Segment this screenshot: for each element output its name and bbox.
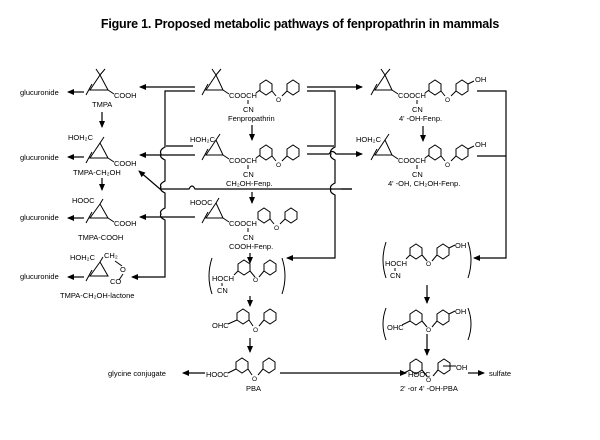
pba-label: PBA xyxy=(246,384,261,393)
fenpropathrin-label: Fenpropathrin xyxy=(228,114,275,123)
oh-aldehyde-o: O xyxy=(426,327,431,334)
oh4-ch2oh-fenp-structure: HOH₂C COOCH O OH CN 4' -OH, CH₂OH-Fenp. xyxy=(356,133,486,188)
tmpa-lactone-o: O xyxy=(120,265,126,274)
glucuronide-label-4: glucuronide xyxy=(20,272,59,281)
oh-pba-o: O xyxy=(426,377,431,384)
tmpa-lactone-hoh2c: HOH₂C xyxy=(70,253,96,262)
oh-aldehyde-intermediate: O OH OHC xyxy=(382,307,472,341)
oh4-ch2oh-cooch: COOCH xyxy=(398,156,426,165)
aldehyde-o: O xyxy=(253,327,258,334)
oh4-fenp-structure: COOCH O OH CN 4' -OH-Fenp. xyxy=(370,68,486,123)
ch2oh-fenp-hoh2c: HOH₂C xyxy=(190,135,216,144)
tmpa-ch2oh-hoh2c: HOH₂C xyxy=(68,133,94,142)
tmpa-ch2oh-cooh: COOH xyxy=(114,159,137,168)
oh-pba-label: 2' -or 4' -OH-PBA xyxy=(400,384,458,393)
oh-cyanohydrin-o: O xyxy=(426,261,431,268)
oh4-fenp-cooch: COOCH xyxy=(398,91,426,100)
tmpa-cooh-label: TMPA-COOH xyxy=(78,233,123,242)
glucuronide-label-1: glucuronide xyxy=(20,88,59,97)
tmpa-structure: COOH TMPA xyxy=(85,68,137,109)
aldehyde-ohc: OHC xyxy=(212,321,229,330)
tmpa-ch2oh-structure: HOH₂C COOH TMPA-CH₂OH xyxy=(68,133,137,177)
oh4-fenp-oh: OH xyxy=(475,75,486,84)
oh4-fenp-label: 4' -OH-Fenp. xyxy=(399,114,442,123)
oh-aldehyde-ohc: OHC xyxy=(387,323,404,332)
oh4-ch2oh-cn: CN xyxy=(412,170,423,179)
cyanohydrin-o: O xyxy=(253,277,258,284)
pba-structure: HOOC O PBA xyxy=(206,357,276,393)
tmpa-cooh-hooc: HOOC xyxy=(72,196,95,205)
fenpropathrin-cooch: COOCH xyxy=(229,91,257,100)
tmpa-cooh-group: COOH xyxy=(114,91,137,100)
fenpropathrin-cn: CN xyxy=(243,105,254,114)
tmpa-lactone-label: TMPA-CH₂OH-lactone xyxy=(60,291,134,300)
cyanohydrin-intermediate: O HOCH CN xyxy=(208,257,286,295)
cooh-fenp-o: O xyxy=(274,225,279,232)
right-connectors xyxy=(473,90,507,261)
oh-aldehyde-oh: OH xyxy=(455,307,466,316)
pba-hooc: HOOC xyxy=(206,370,229,379)
glucuronide-label-3: glucuronide xyxy=(20,213,59,222)
oh4-ch2oh-fenp-label: 4' -OH, CH₂OH-Fenp. xyxy=(388,179,460,188)
oh4-ch2oh-o: O xyxy=(445,162,450,169)
ch2oh-fenp-o: O xyxy=(276,162,281,169)
glycine-conjugate-label: glycine conjugate xyxy=(108,369,166,378)
tmpa-label: TMPA xyxy=(92,100,112,109)
fenpropathrin-o: O xyxy=(276,97,281,104)
oh-cyanohydrin-intermediate: O OH HOCH CN xyxy=(382,241,472,280)
oh-pba-oh: OH xyxy=(456,363,467,372)
ch2oh-fenp-structure: HOH₂C COOCH O CN CH₂OH-Fenp. xyxy=(190,133,300,188)
tmpa-lactone-ch2: CH₂ xyxy=(104,251,118,260)
cooh-fenp-label: COOH-Fenp. xyxy=(229,242,273,251)
pb-aldehyde-structure: OHC O xyxy=(212,308,277,334)
tmpa-cooh-structure: HOOC COOH TMPA-COOH xyxy=(72,196,137,242)
oh-pba-structure: HOOC O OH 2' -or 4' -OH-PBA xyxy=(400,358,467,393)
figure-title: Figure 1. Proposed metabolic pathways of… xyxy=(100,17,500,31)
tmpa-lactone-co: CO xyxy=(110,277,121,286)
ch2oh-fenp-cooch: COOCH xyxy=(229,156,257,165)
cooh-fenp-hooc: HOOC xyxy=(190,198,213,207)
left-connectors xyxy=(131,84,352,280)
cooh-fenp-structure: HOOC COOCH O CN COOH-Fenp. xyxy=(190,197,298,251)
tmpa-ch2oh-label: TMPA-CH₂OH xyxy=(73,168,121,177)
oh4-fenp-o: O xyxy=(445,97,450,104)
ch2oh-fenp-label: CH₂OH-Fenp. xyxy=(226,179,273,188)
ch2oh-fenp-cn: CN xyxy=(243,170,254,179)
cooh-fenp-cn: CN xyxy=(243,233,254,242)
tmpa-lactone-structure: HOH₂C CH₂ O CO TMPA-CH₂OH-lactone xyxy=(60,251,134,300)
oh-cyanohydrin-hoch: HOCH xyxy=(385,259,407,268)
oh4-fenp-cn: CN xyxy=(412,105,423,114)
center-right-connectors xyxy=(286,84,363,261)
oh4-ch2oh-hoh2c: HOH₂C xyxy=(356,135,382,144)
oh4-ch2oh-oh: OH xyxy=(475,140,486,149)
oh-pba-hooc: HOOC xyxy=(408,370,431,379)
oh-cyanohydrin-cn: CN xyxy=(390,271,401,280)
cyanohydrin-cn: CN xyxy=(217,286,228,295)
sulfate-label: sulfate xyxy=(489,369,511,378)
cooh-fenp-cooch: COOCH xyxy=(229,219,257,228)
fenpropathrin-structure: COOCH O CN Fenpropathrin xyxy=(201,68,300,123)
glucuronide-label-2: glucuronide xyxy=(20,153,59,162)
cyanohydrin-hoch: HOCH xyxy=(212,274,234,283)
pba-o: O xyxy=(252,376,257,383)
oh-cyanohydrin-oh: OH xyxy=(455,241,466,250)
tmpa-cooh-cooh: COOH xyxy=(114,219,137,228)
